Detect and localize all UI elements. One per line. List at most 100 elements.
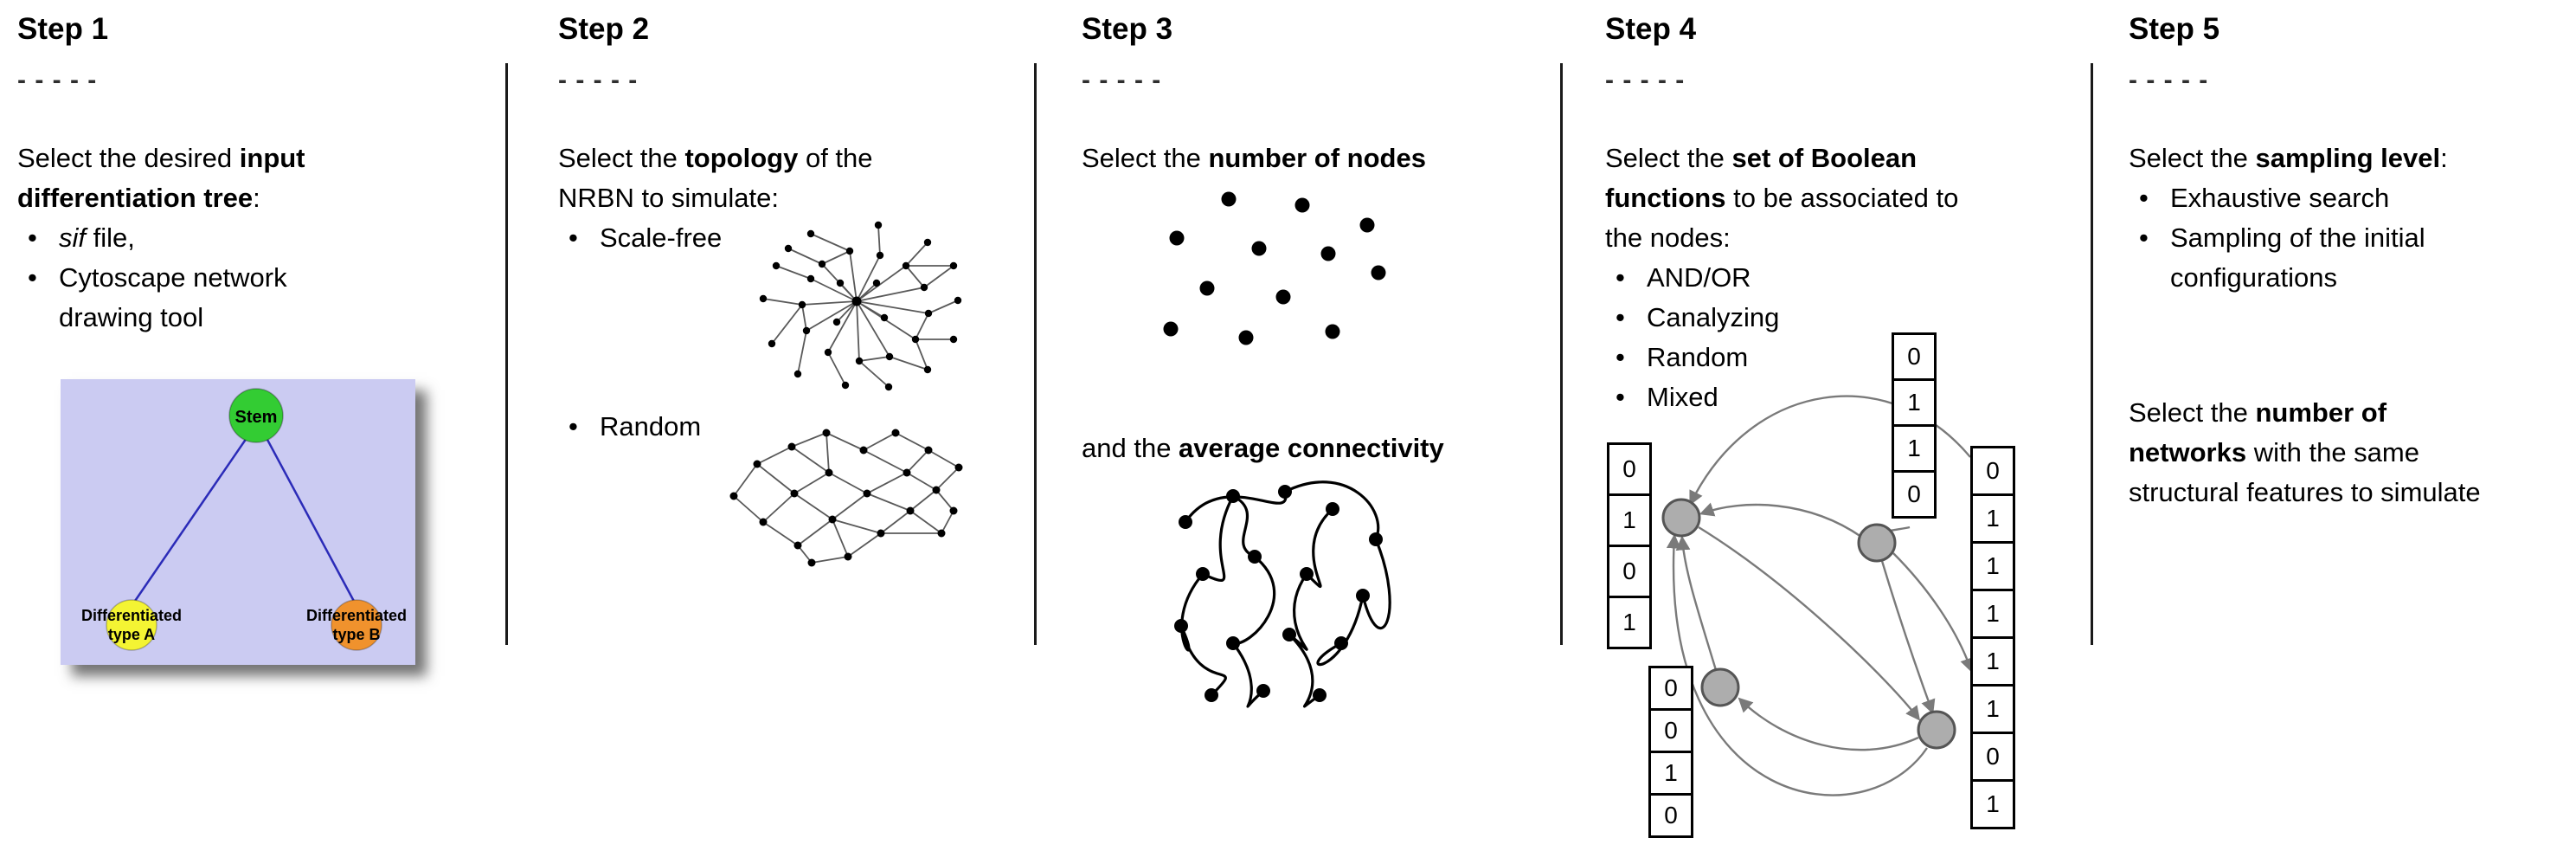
truth-table-top: 0 1 1 0 <box>1892 332 1937 519</box>
bullet-item: Random <box>1605 338 2038 377</box>
bullet-icon <box>2129 218 2170 298</box>
step-4-bullets: AND/OR Canalyzing Random Mixed <box>1605 258 2038 417</box>
type-a-label-line2: type A <box>108 626 155 643</box>
truth-table-cell: 0 <box>1970 446 2015 496</box>
step-4-dashes: - - - - - <box>1605 66 1686 94</box>
type-a-node <box>106 599 157 651</box>
truth-table-cell: 1 <box>1892 378 1937 427</box>
bullet-icon <box>1605 298 1647 338</box>
truth-table-cell: 0 <box>1648 666 1693 711</box>
bullet-label: Random <box>1647 342 1749 372</box>
step-5-title: Step 5 <box>2129 12 2220 46</box>
tree-edge-b <box>265 437 358 607</box>
node-dots <box>1163 191 1386 345</box>
truth-table-cell: 1 <box>1648 751 1693 796</box>
step-1-column: Step 1 - - - - - Select the desired inpu… <box>17 0 424 851</box>
intro-text: and the <box>1082 433 1179 463</box>
step-3-dashes: - - - - - <box>1082 66 1162 94</box>
truth-table-cell: 1 <box>1892 424 1937 473</box>
intro-bold: set of Boolean functions <box>1605 143 1918 213</box>
step-3-title: Step 3 <box>1082 12 1173 46</box>
truth-table-cell: 0 <box>1648 708 1693 753</box>
tree-edge-a <box>130 437 248 607</box>
step-1-bullets: sif file, Cytoscape network drawing tool <box>17 218 424 338</box>
intro-bold: input differentiation tree <box>17 143 305 213</box>
type-a-label-line1: Differentiated <box>81 607 182 624</box>
separator-4 <box>2091 63 2093 645</box>
separator-3 <box>1560 63 1563 645</box>
step-1-title: Step 1 <box>17 12 109 46</box>
step-5-column: Step 5 - - - - - Select the sampling lev… <box>2129 0 2570 851</box>
bullet-icon <box>1605 377 1647 417</box>
step-2-dashes: - - - - - <box>558 66 639 94</box>
truth-table-cell: 1 <box>1970 636 2015 687</box>
truth-table-cell: 1 <box>1607 596 1652 649</box>
truth-table-bottom-left: 0 0 1 0 <box>1648 666 1693 838</box>
step-5-dashes: - - - - - <box>2129 66 2209 94</box>
intro-bold: average connectivity <box>1179 433 1444 463</box>
stem-label: Stem <box>235 408 278 427</box>
truth-table-left: 0 1 0 1 <box>1607 442 1652 649</box>
nodes-dots-figure <box>1163 191 1386 345</box>
scale-free-network-figure <box>759 221 962 391</box>
truth-table-cell: 1 <box>1970 684 2015 734</box>
intro-text: Select the <box>558 143 685 173</box>
bullet-label: Canalyzing <box>1647 302 1780 332</box>
intro-text: Select the <box>1082 143 1209 173</box>
intro-text: Select the <box>1605 143 1732 173</box>
bullet-icon <box>17 258 59 338</box>
step-3-second-text: and the average connectivity <box>1082 429 1444 468</box>
intro-bold: sampling level <box>2255 143 2441 173</box>
step-4-column: Step 4 - - - - - Select the set of Boole… <box>1605 0 2038 851</box>
step-2-intro: Select the topology of the NRBN to simul… <box>558 139 904 218</box>
gene-node <box>1700 667 1740 707</box>
bullet-item: Random <box>558 407 1030 447</box>
step-1-intro: Select the desired input differentiation… <box>17 139 398 218</box>
truth-table-cell: 1 <box>1970 779 2015 829</box>
boolean-network-nodes <box>1661 498 1956 750</box>
bullet-item: Mixed <box>1605 377 2038 417</box>
truth-table-cell: 0 <box>1892 470 1937 519</box>
type-b-label-line1: Differentiated <box>306 607 407 624</box>
bullet-text: file, <box>86 222 135 253</box>
intro-bold: number of networks <box>2129 397 2387 467</box>
step-3-column: Step 3 - - - - - Select the number of no… <box>1082 0 1566 851</box>
bullet-item: AND/OR <box>1605 258 2038 298</box>
truth-table-cell: 0 <box>1970 732 2015 782</box>
gene-node <box>1661 498 1701 538</box>
bullet-label: Random <box>600 411 702 442</box>
bullet-icon <box>1605 258 1647 298</box>
intro-text: with the same structural features to sim… <box>2129 437 2481 507</box>
step-5-second-text: Select the number of networks with the s… <box>2129 393 2496 513</box>
separator-2 <box>1034 63 1037 645</box>
bullet-label: AND/OR <box>1647 262 1751 293</box>
bullet-item: Exhaustive search <box>2129 178 2570 218</box>
intro-text: Select the <box>2129 143 2256 173</box>
connectivity-tangle-figure <box>1174 480 1391 708</box>
gene-node <box>1917 710 1956 750</box>
type-b-node <box>331 599 382 651</box>
separator-1 <box>505 63 508 645</box>
truth-table-cell: 0 <box>1607 545 1652 598</box>
bullet-item: sif file, <box>17 218 424 258</box>
bullet-item: Canalyzing <box>1605 298 2038 338</box>
intro-bold: topology <box>684 143 799 173</box>
step-4-title: Step 4 <box>1605 12 1697 46</box>
truth-table-cell: 1 <box>1970 589 2015 639</box>
truth-table-cell: 1 <box>1970 493 2015 544</box>
step-3-intro: Select the number of nodes <box>1082 139 1566 178</box>
truth-table-cell: 0 <box>1648 793 1693 838</box>
scale-free-nodes <box>759 221 962 391</box>
differentiation-tree-svg: Stem Differentiated type A Differentiate… <box>81 388 407 651</box>
bullet-icon <box>558 218 600 258</box>
intro-bold: number of nodes <box>1208 143 1426 173</box>
bullet-item: Cytoscape network drawing tool <box>17 258 424 338</box>
bullet-italic: sif <box>59 222 86 253</box>
bullet-label: Scale-free <box>600 222 723 253</box>
truth-table-cell: 0 <box>1607 442 1652 496</box>
step-5-intro: Select the sampling level: <box>2129 139 2570 178</box>
bullet-label: Mixed <box>1647 382 1718 412</box>
bullet-label: sif file, <box>59 218 135 258</box>
random-network-nodes <box>729 429 963 567</box>
intro-text: to be associated to the nodes: <box>1605 183 1959 253</box>
